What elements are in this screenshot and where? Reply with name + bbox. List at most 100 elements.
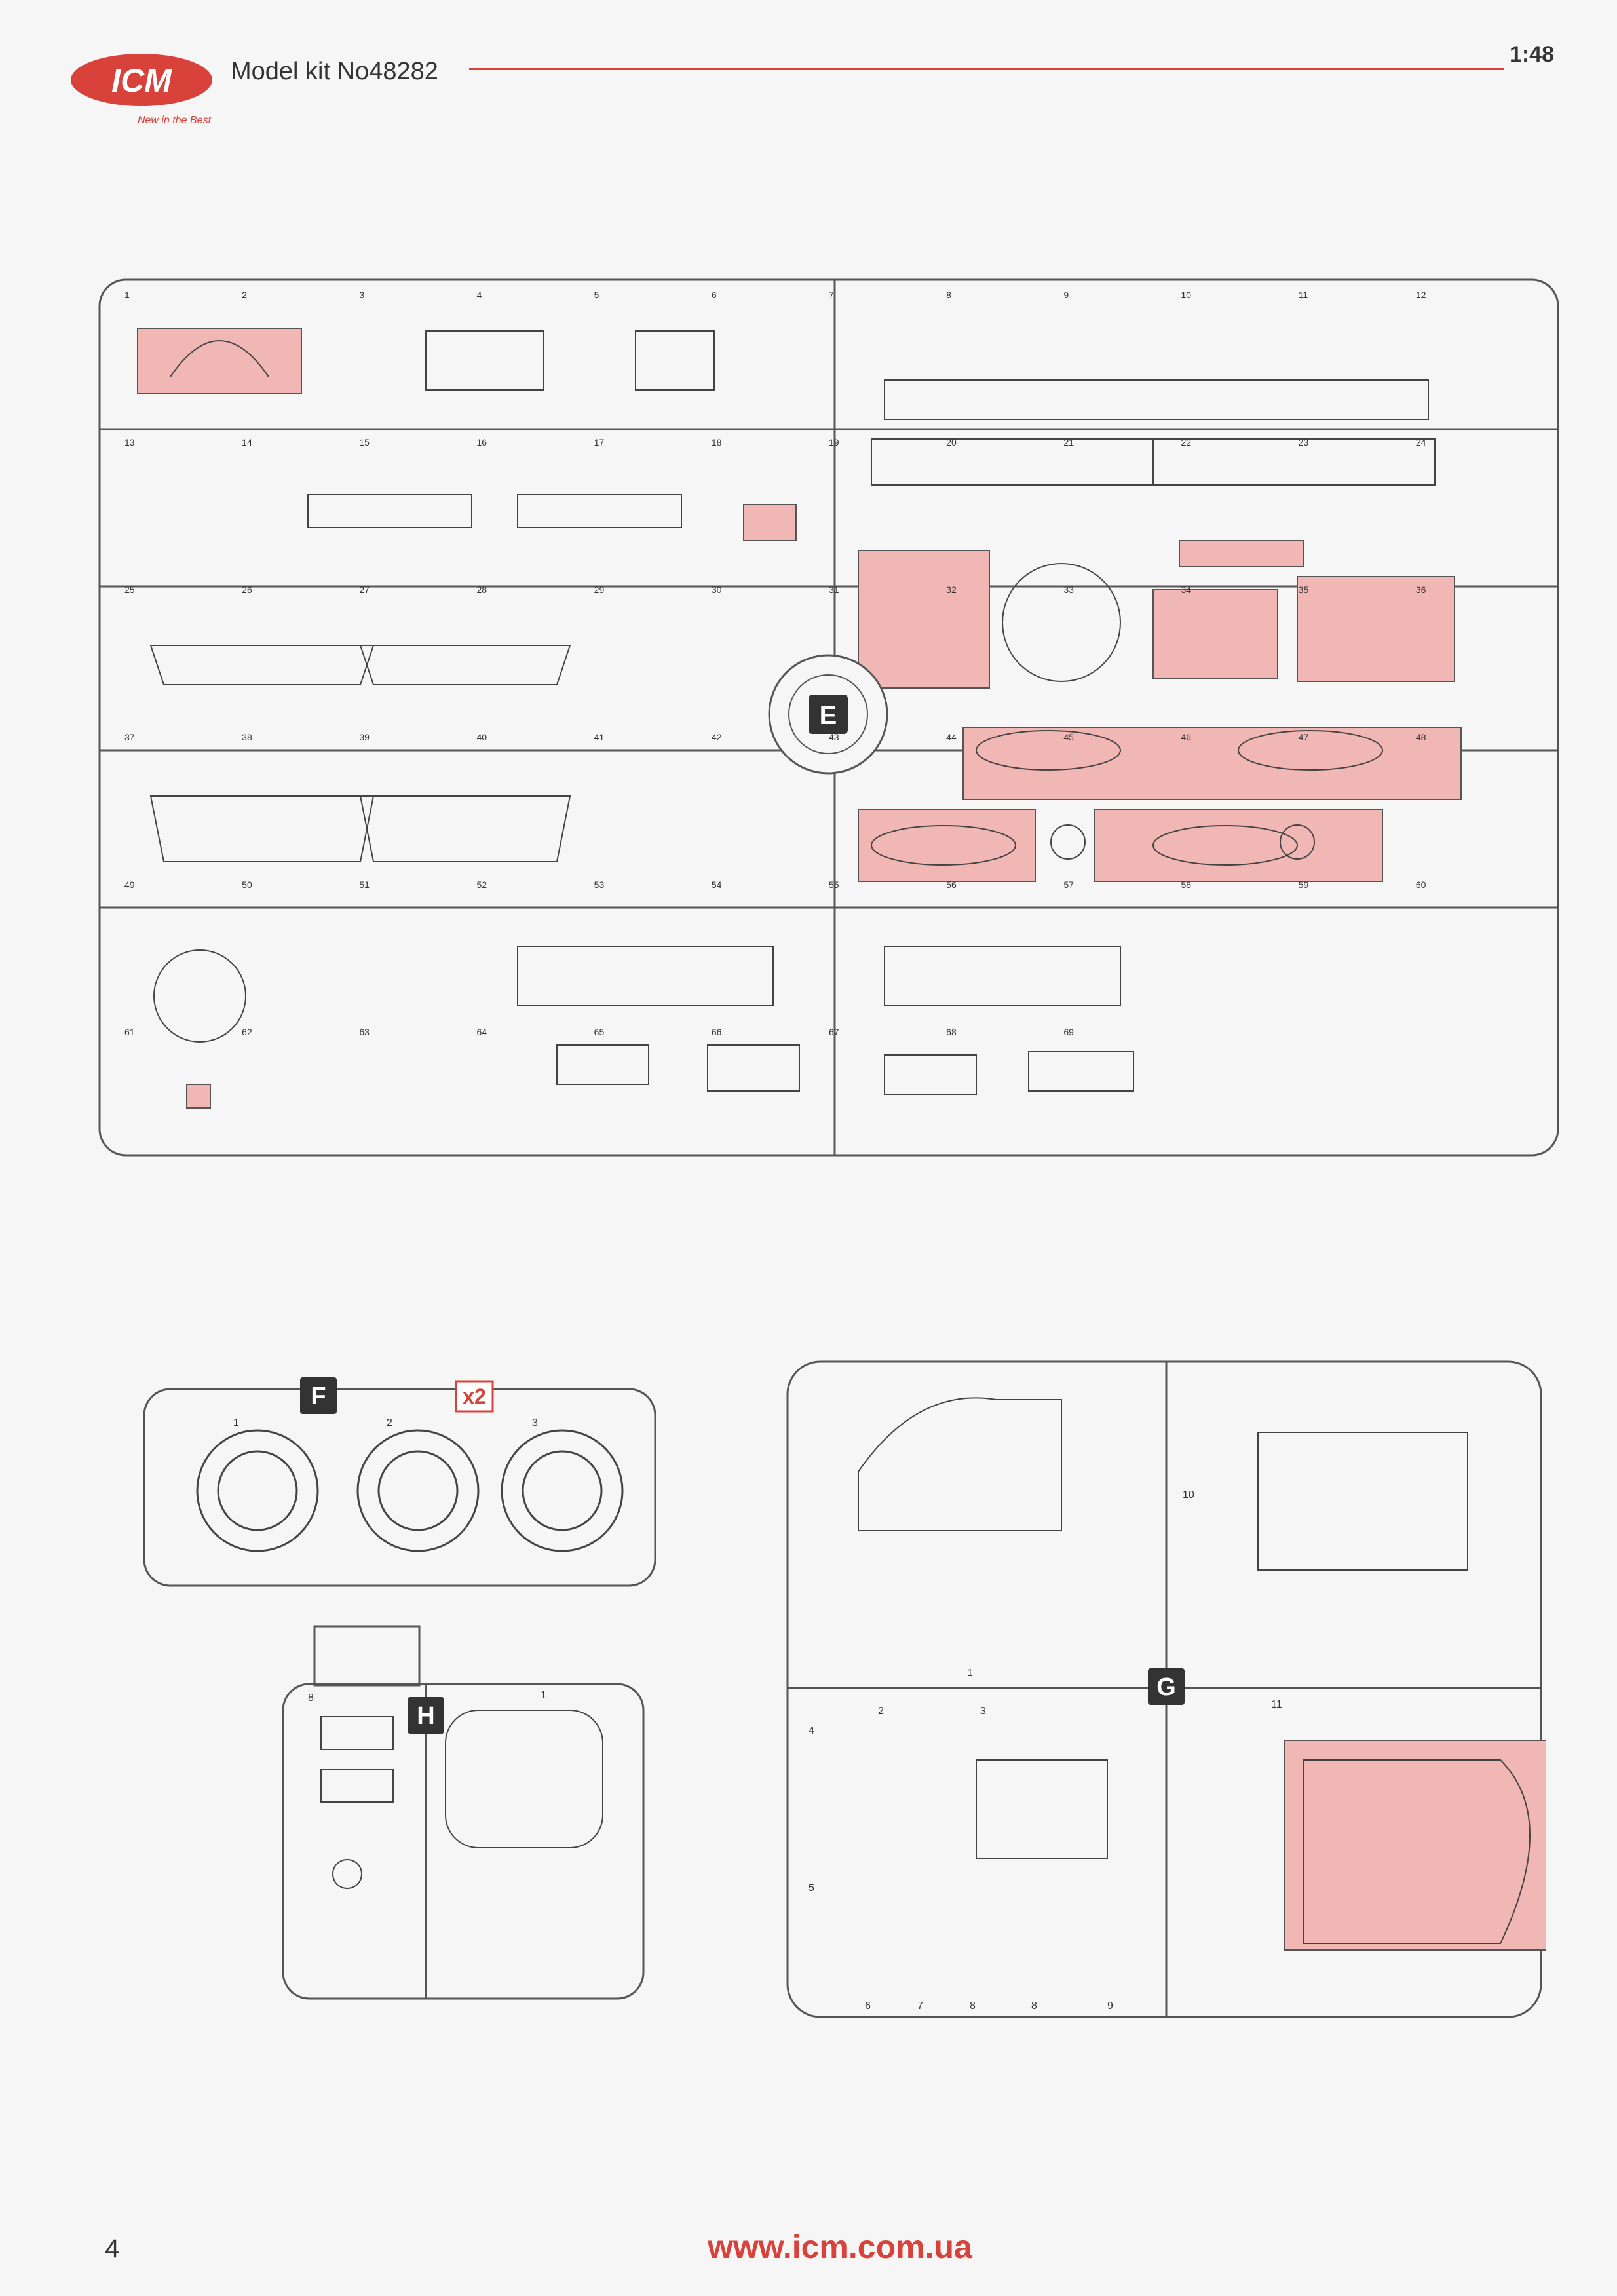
sprue-e-part-number: 21 bbox=[1063, 437, 1074, 448]
sprue-e-part-number: 2 bbox=[242, 290, 247, 300]
part-g11-highlight bbox=[1284, 1740, 1546, 1951]
svg-text:5: 5 bbox=[808, 1883, 814, 1894]
sprue-e-label: E bbox=[820, 701, 837, 730]
sprue-f-label: F bbox=[311, 1383, 326, 1410]
svg-text:7: 7 bbox=[917, 2000, 923, 2012]
logo-ellipse bbox=[71, 54, 212, 106]
part-g11-outline bbox=[1303, 1759, 1531, 1944]
sprue-e-part-number: 17 bbox=[594, 437, 605, 448]
svg-text:10: 10 bbox=[1183, 1489, 1194, 1501]
sprue-e-part-number: 42 bbox=[712, 732, 722, 742]
sprue-e-part-number: 19 bbox=[829, 437, 839, 448]
sprue-e-part-number: 4 bbox=[477, 290, 482, 300]
svg-text:1: 1 bbox=[233, 1417, 239, 1428]
sprue-e-part-number: 50 bbox=[242, 879, 252, 890]
svg-text:9: 9 bbox=[1107, 2000, 1113, 2012]
sprue-e-part-number: 18 bbox=[712, 437, 722, 448]
sprue-e-part-number: 62 bbox=[242, 1027, 252, 1037]
sprue-e-part-number: 5 bbox=[594, 290, 599, 300]
sprue-e-part-number: 15 bbox=[359, 437, 370, 448]
sprue-e-part-number: 61 bbox=[124, 1027, 135, 1037]
sprue-e-part-number: 13 bbox=[124, 437, 135, 448]
part-35-highlight bbox=[1152, 589, 1278, 679]
sprue-e-frame bbox=[98, 278, 1559, 1157]
multiplier-box bbox=[455, 1380, 494, 1413]
svg-text:3: 3 bbox=[980, 1706, 986, 1717]
sprue-f-multiplier: x2 bbox=[463, 1385, 486, 1408]
scale-label: 1:48 bbox=[1509, 42, 1554, 67]
sprue-e-part-number: 36 bbox=[1416, 584, 1426, 595]
part-23-highlight bbox=[743, 504, 797, 541]
logo-tagline: New in the Best bbox=[138, 115, 212, 126]
sprue-e-part-number: 26 bbox=[242, 584, 252, 595]
sprue-e-part-number: 47 bbox=[1299, 732, 1309, 742]
sprue-e-part-number: 37 bbox=[124, 732, 135, 742]
sprue-e-part-number: 7 bbox=[829, 290, 834, 300]
sprue-e-part-number: 43 bbox=[829, 732, 839, 742]
sprue-e-part-number: 11 bbox=[1299, 290, 1308, 300]
sprue-g-frame bbox=[786, 1360, 1542, 2018]
sprue-e-badge bbox=[808, 695, 848, 734]
sprue-e-part-number: 52 bbox=[477, 879, 487, 890]
part-1-2-highlight bbox=[137, 328, 302, 394]
sprue-e-part-number: 54 bbox=[712, 879, 722, 890]
sprue-e-part-number: 12 bbox=[1416, 290, 1426, 300]
page-title: Model kit No48282 bbox=[231, 58, 438, 85]
part-41-highlight bbox=[962, 727, 1462, 800]
svg-text:8: 8 bbox=[308, 1693, 314, 1704]
sprue-h: H 8 1 bbox=[282, 1625, 645, 2000]
part-h1-outline bbox=[445, 1710, 603, 1848]
sprue-e-part-number: 24 bbox=[1416, 437, 1426, 448]
sprue-e-part-number: 30 bbox=[712, 584, 722, 595]
sprue-e-part-number: 55 bbox=[829, 879, 839, 890]
sprue-e-part-number: 16 bbox=[477, 437, 487, 448]
part-g10-outline bbox=[1257, 1432, 1468, 1571]
sprue-e-part-number: 59 bbox=[1299, 879, 1309, 890]
part-43-highlight bbox=[1094, 809, 1383, 882]
sprue-e-part-number: 35 bbox=[1299, 584, 1309, 595]
sprue-e-part-number: 68 bbox=[946, 1027, 957, 1037]
sprue-e-part-number: 20 bbox=[946, 437, 957, 448]
sprue-f: F x2 1 2 3 bbox=[143, 1377, 656, 1587]
svg-text:11: 11 bbox=[1271, 1699, 1282, 1710]
sprue-e-part-number: 6 bbox=[712, 290, 717, 300]
website-link[interactable]: www.icm.com.ua bbox=[708, 2229, 972, 2265]
sprue-e-part-number: 60 bbox=[1416, 879, 1426, 890]
sprue-e-part-number: 53 bbox=[594, 879, 605, 890]
sprue-e-part-number: 38 bbox=[242, 732, 252, 742]
sprue-e-part-number: 58 bbox=[1181, 879, 1192, 890]
sprue-e-part-number: 10 bbox=[1181, 290, 1192, 300]
sprue-e-part-number: 46 bbox=[1181, 732, 1192, 742]
page-number: 4 bbox=[105, 2234, 120, 2263]
sprue-e-part-number: 28 bbox=[477, 584, 487, 595]
sprue-e-part-number: 14 bbox=[242, 437, 252, 448]
sprue-e-part-number: 41 bbox=[594, 732, 605, 742]
part-outlines bbox=[149, 330, 1436, 1095]
sprue-e-part-number: 3 bbox=[359, 290, 364, 300]
sprue-e-part-number: 40 bbox=[477, 732, 487, 742]
sprue-e-part-number: 25 bbox=[124, 584, 135, 595]
part-41b-highlight bbox=[858, 809, 1036, 882]
sprue-f-frame bbox=[143, 1388, 656, 1587]
highlighted-parts bbox=[137, 328, 1462, 1109]
sprue-e-part-number: 39 bbox=[359, 732, 370, 742]
sprue-e-part-number: 49 bbox=[124, 879, 135, 890]
sprue-e-part-number: 66 bbox=[712, 1027, 722, 1037]
sprue-e-part-number: 64 bbox=[477, 1027, 487, 1037]
sprue-e-part-number: 8 bbox=[946, 290, 951, 300]
sprue-e-part-number: 65 bbox=[594, 1027, 605, 1037]
svg-text:6: 6 bbox=[865, 2000, 871, 2012]
part-36-highlight bbox=[1297, 576, 1455, 682]
svg-text:8: 8 bbox=[970, 2000, 976, 2012]
logo-text: ICM bbox=[111, 62, 172, 99]
sprue-e-part-number: 67 bbox=[829, 1027, 839, 1037]
sprue-g-badge bbox=[1148, 1668, 1185, 1705]
sprue-e-part-number: 23 bbox=[1299, 437, 1309, 448]
svg-text:1: 1 bbox=[541, 1690, 546, 1701]
svg-text:4: 4 bbox=[808, 1725, 814, 1736]
sprue-h-badge bbox=[408, 1697, 444, 1734]
sprue-e-part-number: 51 bbox=[359, 879, 370, 890]
sprue-e-part-number: 63 bbox=[359, 1027, 370, 1037]
svg-text:2: 2 bbox=[387, 1417, 392, 1428]
